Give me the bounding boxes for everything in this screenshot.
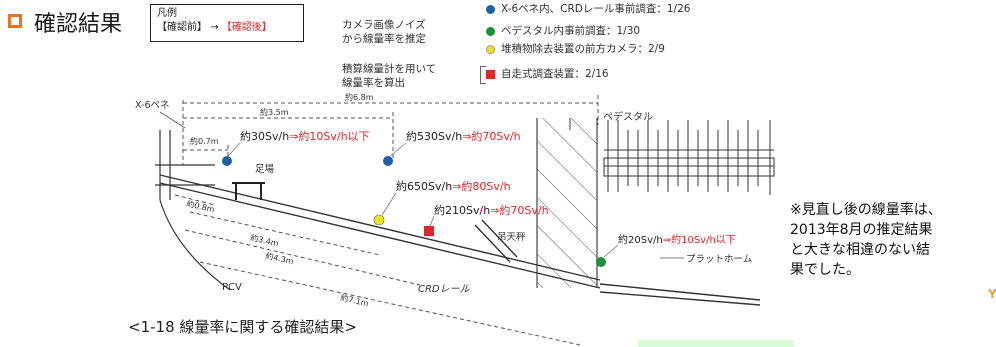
- source-label: ペデスタル内事前調査：1/30: [501, 25, 641, 37]
- crd-rail-label: CRDレール: [418, 284, 471, 295]
- camera-note-line: カメラ画像ノイズ: [342, 19, 426, 31]
- x6-leader: [159, 111, 186, 129]
- dim-3-5m: 約3.5m: [260, 107, 289, 117]
- reading-after: 約10Sv/h以下: [671, 233, 736, 246]
- source-item: X-6ペネ内、CRDレール事前調査：1/26: [486, 2, 690, 16]
- green-circle-icon: [486, 26, 495, 36]
- camera-note-line: から線量率を推定: [342, 33, 426, 45]
- dim-line-4-3m: [184, 229, 421, 286]
- legend-title: 凡例: [157, 8, 177, 19]
- heading-marker: [8, 14, 22, 28]
- scaffold-label: 足場: [255, 163, 275, 175]
- source-label: 堆積物除去装置の前方カメラ：2/9: [501, 43, 665, 55]
- blue-circle-icon: [486, 4, 495, 14]
- reading-arrow: ⇒: [289, 130, 298, 143]
- legend-box: 凡例 【確認前】 → 【確認後】: [150, 4, 304, 42]
- reading-arrow: ⇒: [462, 130, 471, 143]
- reading-4: 約210Sv/h⇒約70Sv/h: [434, 203, 549, 217]
- reading-before: 約650Sv/h: [396, 179, 452, 193]
- pcv-wall: [155, 130, 231, 291]
- pedestal-label: ペデスタル: [603, 110, 653, 123]
- dim-4-3m: 約4.3m: [265, 250, 295, 266]
- crd-rail-upper: [159, 174, 601, 281]
- reading-before: 約210Sv/h: [434, 203, 490, 217]
- corner-mark: Y: [988, 287, 996, 301]
- dim-7-1m: 約7.1m: [340, 292, 370, 308]
- reading-arrow: ⇒: [663, 235, 671, 246]
- reading-3: 約650Sv/h⇒約80Sv/h: [396, 179, 511, 193]
- dosimeter-bracket: [480, 66, 486, 84]
- dim-line-7-1m: [199, 261, 581, 346]
- source-item: 自走式調査装置：2/16: [486, 67, 609, 81]
- red-square-icon: [486, 69, 495, 79]
- reading-after: 約80Sv/h: [461, 179, 510, 193]
- hoist-icon: [474, 219, 518, 263]
- measurement-point-yellow: [373, 214, 385, 226]
- pcv-label: PCV: [222, 282, 242, 293]
- figure-caption: <1-18 線量率に関する確認結果>: [128, 318, 357, 336]
- reading-after: 約70Sv/h: [471, 129, 520, 143]
- reading-5: 約20Sv/h⇒約10Sv/h以下: [618, 233, 736, 246]
- scaffold-icon: [232, 182, 265, 200]
- measurement-point-blue: [383, 156, 393, 166]
- legend-arrow: →: [210, 22, 219, 33]
- reading-arrow: ⇒: [452, 180, 461, 193]
- crd-housings: [603, 120, 775, 195]
- reading-before: 約20Sv/h: [618, 233, 663, 246]
- legend-before: 【確認前】: [157, 22, 207, 33]
- camera-method-note: カメラ画像ノイズ から線量率を推定: [342, 18, 426, 46]
- pedestal-wall: [537, 118, 597, 288]
- x6-pene-label: X-6ペネ: [135, 100, 170, 111]
- source-label: 自走式調査装置：2/16: [501, 68, 609, 80]
- reading-2: 約530Sv/h⇒約70Sv/h: [406, 129, 521, 143]
- dosimeter-note-line: 積算線量計を用いて: [342, 63, 437, 75]
- source-item: 堆積物除去装置の前方カメラ：2/9: [486, 42, 665, 56]
- green-highlight-bar: [638, 340, 794, 347]
- legend-row: 【確認前】 → 【確認後】: [157, 21, 297, 35]
- dim-line-3-4m: [189, 211, 381, 256]
- page-heading: 確認結果: [34, 12, 123, 37]
- reading-1: 約30Sv/h⇒約10Sv/h以下: [240, 129, 370, 143]
- yellow-circle-icon: [486, 44, 495, 54]
- measurement-point-red: [424, 226, 434, 236]
- reading-before: 約530Sv/h: [406, 129, 462, 143]
- reading-after: 約10Sv/h以下: [298, 129, 369, 143]
- dosimeter-note-line: 線量率を算出: [342, 77, 405, 89]
- platform-edge: [599, 283, 761, 301]
- source-item: ペデスタル内事前調査：1/30: [486, 24, 640, 38]
- side-note: ※見直し後の線量率は、 2013年8月の推定結果 と大きな相違のない結 果でした…: [790, 202, 942, 278]
- dosimeter-method-note: 積算線量計を用いて 線量率を算出: [342, 62, 436, 90]
- legend-after: 【確認後】: [221, 22, 272, 33]
- platform-label: プラットホーム: [686, 254, 752, 265]
- reading-before: 約30Sv/h: [240, 129, 289, 143]
- crd-rail-lower: [159, 182, 601, 289]
- dim-0-7m: 約0.7m: [190, 136, 219, 146]
- dim-6-8m: 約6.8m: [345, 92, 374, 102]
- reading-arrow: ⇒: [490, 204, 499, 217]
- measurement-point-green: [596, 257, 606, 267]
- hoist-label: 吊天秤: [497, 232, 526, 243]
- measurement-point-blue: [222, 156, 232, 166]
- source-label: X-6ペネ内、CRDレール事前調査：1/26: [501, 3, 691, 15]
- reading-after: 約70Sv/h: [499, 203, 548, 217]
